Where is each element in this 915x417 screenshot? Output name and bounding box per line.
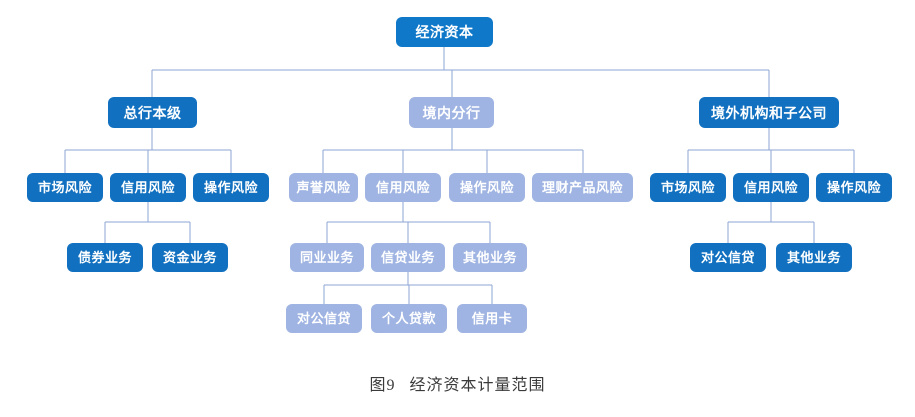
node-n4[interactable]: 市场风险 [27, 173, 103, 202]
node-n13[interactable]: 操作风险 [816, 173, 892, 202]
node-n8[interactable]: 信用风险 [365, 173, 441, 202]
node-label: 资金业务 [162, 250, 217, 265]
node-label: 境外机构和子公司 [711, 104, 827, 121]
node-label: 境内分行 [422, 104, 481, 121]
figure-number: 图9 [369, 377, 396, 394]
node-n2[interactable]: 境内分行 [409, 97, 494, 128]
node-n5[interactable]: 信用风险 [110, 173, 186, 202]
node-n12[interactable]: 信用风险 [733, 173, 809, 202]
node-n18[interactable]: 其他业务 [453, 243, 527, 272]
node-n1[interactable]: 总行本级 [108, 97, 197, 128]
node-label: 其他业务 [786, 250, 841, 265]
figure-title: 经济资本计量范围 [409, 377, 546, 394]
node-n17[interactable]: 信贷业务 [371, 243, 445, 272]
node-label: 其他业务 [462, 250, 517, 265]
node-n15[interactable]: 资金业务 [152, 243, 228, 272]
node-label: 理财产品风险 [541, 180, 623, 195]
node-label: 债券业务 [77, 250, 132, 265]
node-n23[interactable]: 信用卡 [457, 304, 527, 333]
node-n0[interactable]: 经济资本 [396, 17, 493, 47]
node-label: 个人贷款 [381, 311, 436, 326]
node-n20[interactable]: 其他业务 [776, 243, 852, 272]
node-label: 对公信贷 [296, 311, 351, 326]
node-n3[interactable]: 境外机构和子公司 [699, 97, 839, 128]
node-label: 操作风险 [459, 180, 514, 195]
figure-caption: 图9 经济资本计量范围 [0, 371, 915, 395]
node-label: 市场风险 [660, 180, 715, 195]
node-label: 信用卡 [471, 311, 513, 326]
node-label: 操作风险 [826, 180, 881, 195]
node-label: 总行本级 [123, 104, 182, 121]
node-n22[interactable]: 个人贷款 [371, 304, 447, 333]
node-label: 市场风险 [37, 180, 92, 195]
node-label: 对公信贷 [700, 250, 755, 265]
node-n6[interactable]: 操作风险 [193, 173, 269, 202]
node-label: 操作风险 [203, 180, 258, 195]
node-label: 信贷业务 [380, 250, 435, 265]
node-label: 信用风险 [743, 180, 798, 195]
node-label: 同业业务 [299, 250, 354, 265]
node-n14[interactable]: 债券业务 [67, 243, 143, 272]
node-n19[interactable]: 对公信贷 [690, 243, 766, 272]
node-n9[interactable]: 操作风险 [449, 173, 525, 202]
node-n7[interactable]: 声誉风险 [289, 173, 358, 202]
node-label: 声誉风险 [296, 180, 351, 195]
node-n10[interactable]: 理财产品风险 [532, 173, 633, 202]
node-label: 信用风险 [120, 180, 175, 195]
node-label: 经济资本 [415, 24, 474, 40]
node-n21[interactable]: 对公信贷 [286, 304, 362, 333]
node-label: 信用风险 [375, 180, 430, 195]
node-n16[interactable]: 同业业务 [290, 243, 364, 272]
node-n11[interactable]: 市场风险 [650, 173, 726, 202]
